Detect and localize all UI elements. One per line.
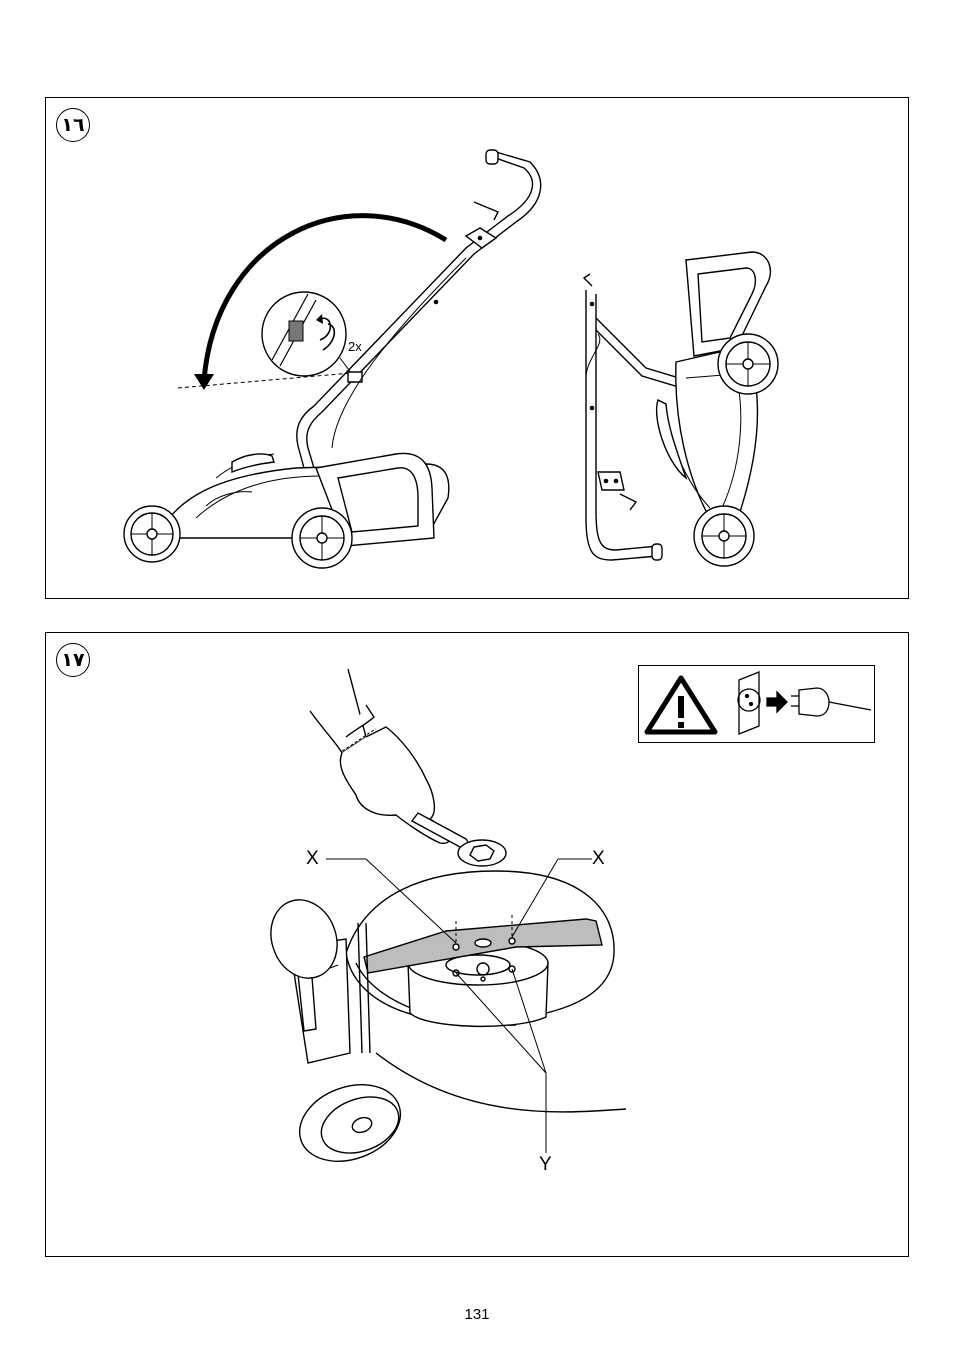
figure-16-panel: ١٦: [45, 97, 909, 599]
figure-16-illustration: [46, 98, 910, 600]
callout-x-right: X: [592, 848, 605, 870]
figure-17-panel: ١٧: [45, 632, 909, 1257]
gloved-hand-icon: [310, 669, 451, 843]
mower-folded-icon: [584, 252, 778, 566]
handle-knob-detail-icon: [262, 292, 352, 376]
repeat-count-label: 2x: [348, 339, 362, 354]
wrench-icon: [412, 813, 506, 866]
figure-17-illustration: [46, 633, 910, 1258]
mower-underside-icon: [260, 859, 626, 1175]
callout-y: Y: [539, 1154, 552, 1176]
callout-x-left: X: [306, 848, 319, 870]
page-number: 131: [0, 1306, 954, 1323]
